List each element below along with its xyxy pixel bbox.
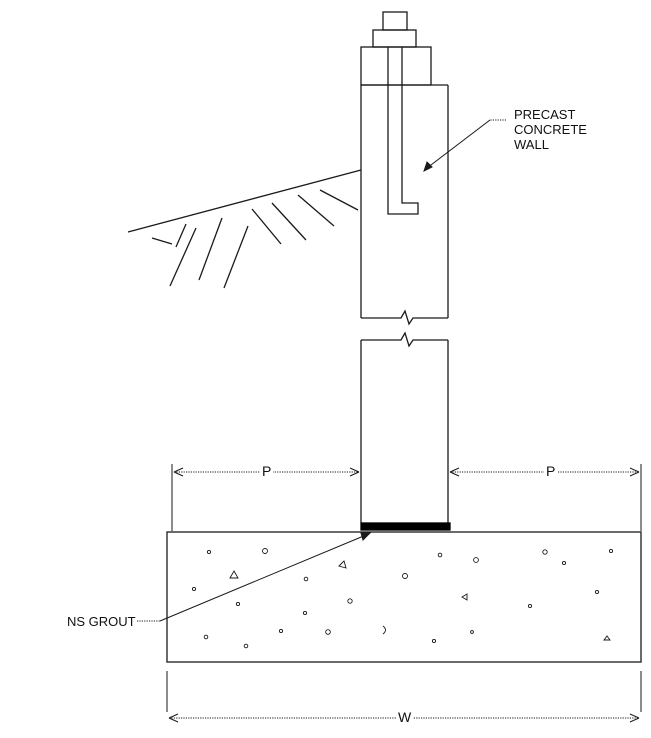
soil-hatch (169, 227, 197, 287)
soil-hatch (198, 217, 223, 281)
ns-grout-label: NS GROUT (67, 614, 136, 629)
precast-wall-label-line3: WALL (514, 137, 549, 152)
leader-grout (137, 532, 372, 622)
footing-outline (166, 531, 642, 663)
soil-hatch (175, 223, 187, 248)
soil-hatch (151, 237, 173, 245)
soil-backfill (127, 169, 362, 289)
nut-upper (372, 29, 417, 48)
dimension-p-right-label: P (544, 463, 558, 479)
dimension-p-left (173, 467, 360, 477)
soil-hatch (223, 225, 249, 289)
aggregate-specks (191, 548, 614, 649)
precast-wall-label-line1: PRECAST (514, 107, 576, 122)
wall-break-line-upper (361, 309, 448, 326)
soil-slope-line (127, 169, 362, 233)
dimension-p-left-label: P (260, 463, 274, 479)
precast-wall-label-line2: CONCRETE (514, 122, 587, 137)
bolt-tip (382, 11, 408, 31)
anchor-bolt-assembly (360, 11, 432, 86)
extension-lines (166, 464, 642, 712)
dimension-w-label: W (396, 709, 414, 725)
wall-break-line-lower (361, 331, 448, 348)
soil-hatch (319, 189, 359, 211)
washer-plate (360, 46, 432, 86)
concrete-footing (166, 531, 642, 663)
grout-pad (360, 522, 451, 531)
leader-wall (423, 119, 506, 172)
precast-wall-upper (360, 84, 449, 326)
embedded-j-bolt (387, 85, 419, 215)
soil-hatch (297, 194, 335, 227)
soil-hatch (251, 208, 282, 245)
dimension-w (168, 713, 640, 723)
soil-hatch (271, 202, 307, 241)
precast-wall-lower (360, 331, 449, 523)
